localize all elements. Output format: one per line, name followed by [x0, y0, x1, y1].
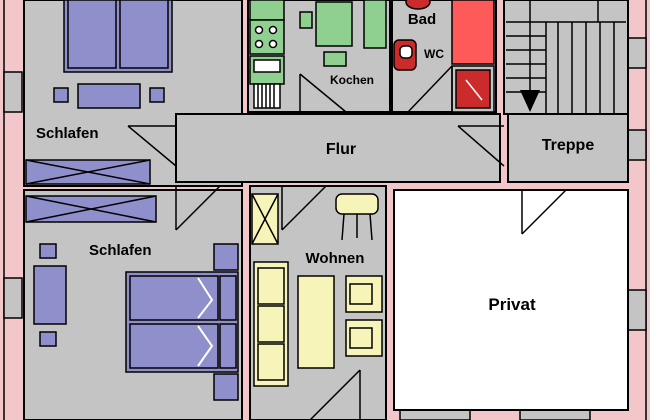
nightstand	[213, 243, 239, 271]
kitchen-chair	[299, 11, 313, 29]
kitchen-cabinet	[363, 0, 387, 49]
label-treppe: Treppe	[542, 137, 595, 154]
dresser	[77, 83, 141, 109]
wardrobe	[25, 195, 157, 223]
desk	[33, 265, 67, 325]
door-bad	[407, 65, 453, 113]
label-kochen: Kochen	[330, 73, 374, 87]
room-flur	[175, 113, 501, 183]
door-wohnen-lower	[309, 369, 361, 420]
chair	[39, 243, 57, 259]
armchair	[335, 193, 379, 241]
room-treppe	[507, 113, 629, 183]
label-bad: Bad	[408, 11, 436, 28]
sofa	[253, 261, 289, 387]
wardrobe	[25, 159, 151, 185]
door-schlafen-bottom	[175, 185, 221, 231]
label-wohnen: Wohnen	[306, 250, 365, 267]
label-privat: Privat	[488, 295, 536, 314]
nightstand	[213, 373, 239, 401]
double-bed-bottom	[125, 271, 239, 373]
stairs-icon	[506, 0, 626, 114]
door-privat	[521, 189, 567, 235]
chair	[39, 331, 57, 347]
arrow-down-icon	[520, 90, 540, 112]
door-schlafen-top	[127, 125, 177, 167]
bathtub	[451, 0, 495, 113]
kitchen-table	[315, 1, 353, 47]
nightstand	[53, 87, 69, 103]
door-wohnen	[281, 185, 327, 231]
room-privat	[393, 189, 629, 411]
kitchen-chair	[323, 51, 347, 67]
sink-icon	[253, 59, 281, 109]
nightstand	[149, 87, 165, 103]
shelf	[251, 193, 279, 245]
double-bed-top	[63, 0, 173, 73]
toilet-icon	[393, 0, 431, 71]
coffee-table	[297, 275, 335, 369]
label-wc: WC	[424, 47, 444, 61]
label-schlafen-bottom: Schlafen	[89, 242, 152, 259]
door-kochen	[299, 73, 347, 113]
room-stairwell	[503, 0, 629, 115]
armchair	[345, 275, 383, 357]
label-schlafen-top: Schlafen	[36, 125, 99, 142]
door-treppe	[457, 125, 505, 167]
stove-icon	[254, 25, 278, 49]
label-flur: Flur	[326, 141, 356, 158]
